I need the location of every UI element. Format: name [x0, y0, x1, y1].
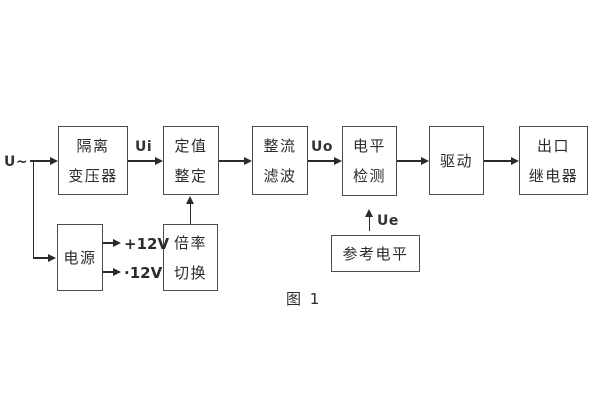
block-reference-level: 参考电平: [331, 235, 420, 272]
signal-label-ue: Ue: [377, 213, 399, 229]
block-label: 变压器: [68, 166, 118, 185]
arrowhead-icon: [113, 268, 121, 276]
figure-caption: 图 1: [286, 290, 322, 308]
arrowhead-icon: [155, 157, 163, 165]
block-label: 驱动: [439, 151, 473, 170]
block-label: 切换: [173, 263, 207, 282]
arrowhead-icon: [511, 157, 519, 165]
arrowhead-icon: [365, 209, 373, 217]
input-voltage-label: U~: [4, 154, 29, 170]
rail-label-negative: ·12V: [124, 264, 163, 282]
line-input-branch: [32, 160, 34, 258]
block-label: 整定: [174, 166, 208, 185]
block-value-setting: 定值 整定: [163, 126, 219, 195]
arrow-driver-to-relay: [484, 160, 511, 162]
arrowhead-icon: [48, 254, 56, 262]
signal-label-uo: Uo: [311, 139, 333, 155]
arrow-ratio-to-setting: [189, 203, 191, 224]
arrowhead-icon: [421, 157, 429, 165]
arrow-detection-to-driver: [397, 160, 421, 162]
block-label: 整流: [263, 136, 297, 155]
block-label: 定值: [174, 136, 208, 155]
block-output-relay: 出口 继电器: [519, 126, 588, 195]
arrow-rectifier-to-detection: [308, 160, 334, 162]
signal-label-ui: Ui: [135, 139, 153, 155]
block-level-detection: 电平 检测: [342, 126, 397, 196]
block-label: 电平: [352, 137, 386, 155]
block-label: 滤波: [263, 166, 297, 185]
arrowhead-icon: [334, 157, 342, 165]
arrow-setting-to-rectifier: [219, 160, 244, 162]
block-label: 隔离: [76, 136, 110, 155]
arrow-transformer-to-setting: [128, 160, 155, 162]
arrowhead-icon: [186, 196, 194, 204]
block-label: 出口: [536, 136, 570, 155]
block-label: 倍率: [173, 233, 207, 252]
rail-label-positive: +12V: [124, 235, 170, 253]
arrowhead-icon: [50, 157, 58, 165]
block-label: 检测: [352, 167, 386, 185]
arrowhead-icon: [244, 157, 252, 165]
block-label: 参考电平: [342, 244, 409, 263]
block-power-supply: 电源: [57, 224, 103, 291]
arrow-input-to-power: [32, 257, 49, 259]
arrowhead-icon: [113, 239, 121, 247]
block-isolation-transformer: 隔离 变压器: [58, 126, 128, 195]
arrow-power-negative-rail: [103, 271, 113, 273]
block-label: 继电器: [528, 166, 579, 185]
block-rectifier-filter: 整流 滤波: [252, 126, 308, 195]
arrow-input-to-transformer: [30, 160, 51, 162]
arrow-power-positive-rail: [103, 242, 113, 244]
block-label: 电源: [63, 248, 97, 267]
arrow-reference-to-detection: [368, 216, 370, 231]
block-driver: 驱动: [429, 126, 484, 195]
block-ratio-switch: 倍率 切换: [163, 224, 218, 291]
